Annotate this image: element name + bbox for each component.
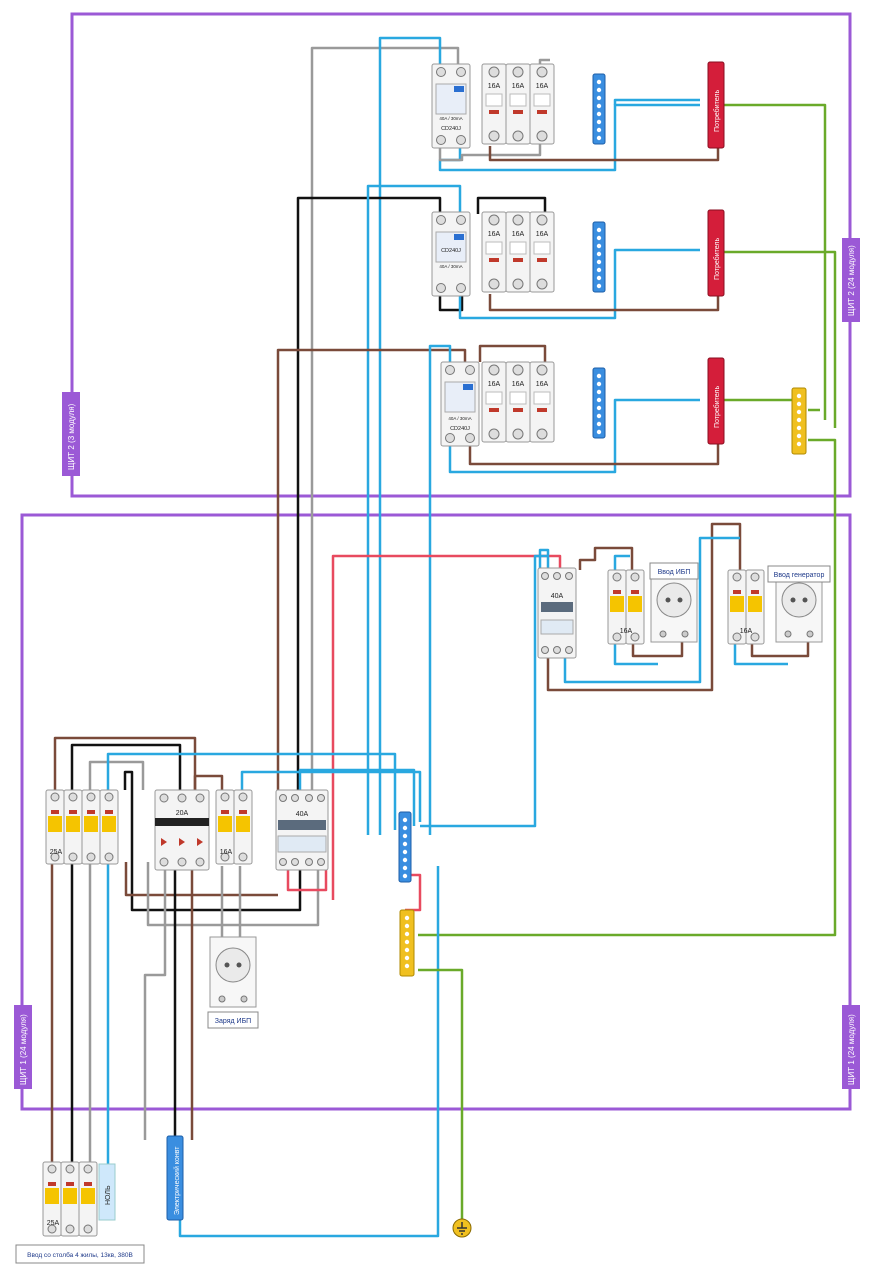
- panel-1-border: [20, 513, 852, 1111]
- breaker-row-2-b[interactable]: 16A: [505, 211, 531, 293]
- ups-input-socket[interactable]: [650, 571, 698, 643]
- breaker-row-1-c[interactable]: 16A: [529, 63, 555, 145]
- consumer-row-2-label: Потребитель: [713, 238, 721, 280]
- ups-charge-label-text: Заряд ИБП: [215, 1018, 251, 1025]
- breaker-row-1-b[interactable]: 16A: [505, 63, 531, 145]
- breaker-20a[interactable]: 20A: [154, 789, 210, 871]
- panel-1-right-label: ЩИТ 1 (24 модуля): [842, 1005, 860, 1089]
- main-breaker-25a-rating: 25A: [50, 849, 63, 856]
- neutral-terminal: НОЛЬ: [98, 1163, 116, 1221]
- panel-1-left-label: ЩИТ 1 (24 модуля): [14, 1005, 32, 1089]
- ups-input-label: Ввод ИБП: [649, 562, 699, 580]
- ground-icon: [452, 1218, 472, 1238]
- panel-2-right-label-text: ЩИТ 2 (24 модуля): [847, 245, 856, 316]
- breaker-row-2-c-rating: 16A: [536, 231, 549, 238]
- breaker-row-3-a-rating: 16A: [488, 381, 501, 388]
- rcd-row-1[interactable]: 40A / 30mA CD240J: [431, 63, 471, 149]
- rcd-row-3-rating: 40A / 30mA: [448, 416, 471, 421]
- breaker-40a-rating: 40A: [296, 811, 309, 818]
- breaker-row-2-c[interactable]: 16A: [529, 211, 555, 293]
- main-breaker-25a-4[interactable]: [99, 789, 119, 865]
- main-breaker-25a-2[interactable]: [63, 789, 83, 865]
- breaker-row-3-a[interactable]: 16A: [481, 361, 507, 443]
- neutral-bus-row-1: [592, 73, 606, 145]
- rcd-row-1-rating: 40A / 30mA: [439, 116, 462, 121]
- service-entry-label: Ввод со столба 4 жилы, 13кв, 380В: [15, 1244, 145, 1264]
- rcd-row-1-model: CD240J: [441, 126, 461, 132]
- neutral-bus-row-3: [592, 367, 606, 439]
- main-breaker-25a-3[interactable]: [81, 789, 101, 865]
- service-breaker-rating: 25A: [47, 1220, 60, 1227]
- rcd-row-3[interactable]: 40A / 30mA CD240J: [440, 361, 480, 447]
- ups-input-label-text: Ввод ИБП: [658, 569, 691, 576]
- rcd-row-2-model: CD240J: [441, 248, 461, 254]
- generator-input-label-text: Ввод генератор: [774, 572, 825, 579]
- wires: [50, 36, 837, 1238]
- ups-charge-socket[interactable]: [209, 936, 257, 1008]
- breaker-row-1-a-rating: 16A: [488, 83, 501, 90]
- panel-1-left-label-text: ЩИТ 1 (24 модуля): [19, 1014, 28, 1085]
- breaker-row-3-b[interactable]: 16A: [505, 361, 531, 443]
- breaker-20a-rating: 20A: [176, 810, 189, 817]
- consumer-row-1[interactable]: Потребитель: [707, 61, 725, 149]
- panel-2-right-label: ЩИТ 2 (24 модуля): [842, 238, 860, 322]
- consumer-row-3-label: Потребитель: [713, 386, 721, 428]
- rcd-row-3-model: CD240J: [450, 426, 470, 432]
- electric-meter[interactable]: Электрический конвт: [166, 1135, 184, 1221]
- service-breaker-2[interactable]: [60, 1161, 80, 1237]
- rcd-row-2-rating: 40A / 30mA: [439, 264, 462, 269]
- ups-charge-breaker-b[interactable]: [233, 789, 253, 865]
- breaker-40a[interactable]: 40A: [275, 789, 329, 871]
- neutral-terminal-label: НОЛЬ: [105, 1185, 112, 1205]
- service-breaker-3[interactable]: [78, 1161, 98, 1237]
- service-entry-label-text: Ввод со столба 4 жилы, 13кв, 380В: [27, 1251, 133, 1259]
- changeover-40a[interactable]: 40A: [537, 567, 577, 659]
- electric-meter-label: Электрический конвт: [173, 1146, 181, 1215]
- panel-2-left-label-text: ЩИТ 2 (3 модуля): [67, 403, 76, 470]
- breaker-row-2-a[interactable]: 16A: [481, 211, 507, 293]
- breaker-row-1-a[interactable]: 16A: [481, 63, 507, 145]
- breaker-row-1-c-rating: 16A: [536, 83, 549, 90]
- consumer-row-3[interactable]: Потребитель: [707, 357, 725, 445]
- generator-breaker-rating: 16A: [740, 628, 753, 635]
- breaker-row-3-b-rating: 16A: [512, 381, 525, 388]
- breaker-row-2-b-rating: 16A: [512, 231, 525, 238]
- ups-charge-breaker-rating: 16A: [220, 849, 233, 856]
- neutral-bus-panel-1: [398, 811, 412, 883]
- breaker-row-3-c[interactable]: 16A: [529, 361, 555, 443]
- ground-bus-panel-1: [399, 909, 415, 977]
- breaker-row-2-a-rating: 16A: [488, 231, 501, 238]
- rcd-row-2[interactable]: CD240J 40A / 30mA: [431, 211, 471, 297]
- panel-1-right-label-text: ЩИТ 1 (24 модуля): [847, 1014, 856, 1085]
- neutral-bus-row-2: [592, 221, 606, 293]
- consumer-row-2[interactable]: Потребитель: [707, 209, 725, 297]
- changeover-40a-rating: 40A: [551, 593, 564, 600]
- ups-input-breaker-rating: 16A: [620, 628, 633, 635]
- panel-2-left-label: ЩИТ 2 (3 модуля): [62, 392, 80, 476]
- breaker-row-3-c-rating: 16A: [536, 381, 549, 388]
- generator-input-label: Ввод генератор: [767, 565, 831, 583]
- ups-charge-label: Заряд ИБП: [207, 1011, 259, 1029]
- consumer-row-1-label: Потребитель: [713, 90, 721, 132]
- ground-bus-panel-2: [791, 387, 807, 455]
- breaker-row-1-b-rating: 16A: [512, 83, 525, 90]
